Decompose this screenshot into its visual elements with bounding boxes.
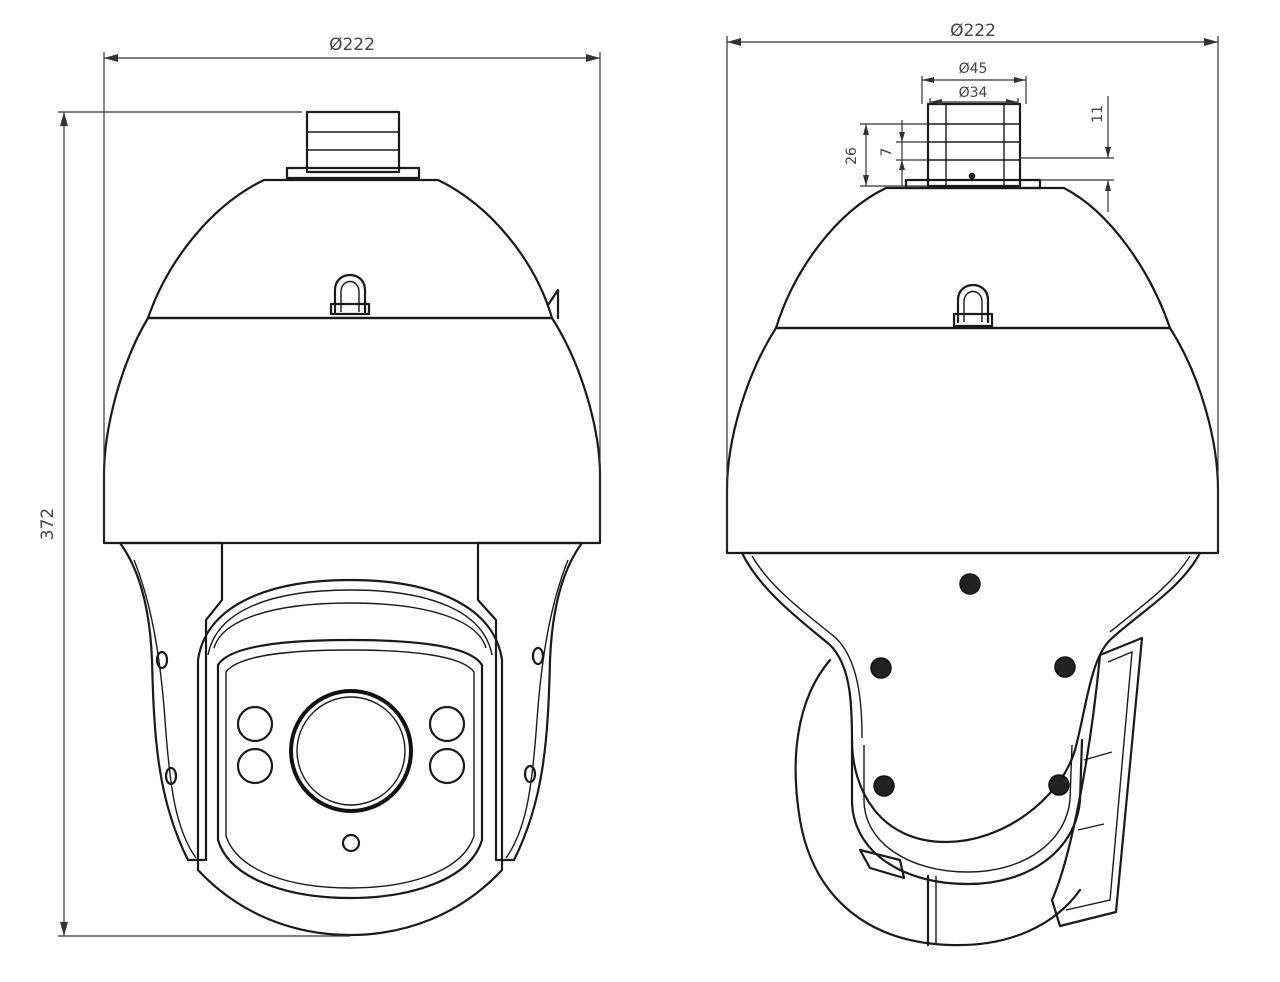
screw-icon — [1054, 656, 1076, 678]
side-cover-panel — [1050, 636, 1144, 928]
height-label: 372 — [38, 508, 58, 540]
ir-led — [428, 747, 466, 785]
thread-left-dimensions: 26 7 — [844, 120, 928, 187]
height-dimension: 372 — [38, 111, 350, 937]
front-camera-window — [216, 638, 484, 900]
front-upper-housing — [146, 178, 554, 320]
side-eyelet — [952, 284, 994, 328]
side-view — [725, 102, 1220, 947]
thread-total-label: 26 — [844, 147, 860, 165]
thread-right-dimension: 11 — [1020, 96, 1114, 212]
screw-icon — [870, 657, 892, 679]
front-main-housing — [102, 316, 602, 545]
ir-led — [236, 747, 274, 785]
front-mount-pipe — [285, 110, 421, 180]
front-right-arm — [476, 541, 584, 862]
light-sensor — [341, 833, 361, 853]
side-width-label: Ø222 — [950, 21, 996, 41]
side-inner-body — [850, 738, 1084, 886]
side-width-dimension: Ø222 — [726, 21, 1219, 550]
ir-led — [428, 705, 466, 743]
side-mount-pipe — [904, 102, 1042, 190]
screw-icon — [1048, 774, 1070, 796]
side-yoke — [740, 551, 1202, 844]
front-camera-shroud — [196, 578, 504, 937]
ir-led — [236, 705, 274, 743]
screw-icon — [873, 775, 895, 797]
thread-step-label: 7 — [879, 148, 895, 157]
side-main-housing — [725, 326, 1220, 555]
pipe-inner-dimension: Ø34 — [929, 85, 1019, 105]
front-eyelet — [329, 274, 371, 316]
side-camera-head — [794, 658, 1082, 947]
front-view — [102, 110, 602, 937]
front-lens — [289, 689, 413, 813]
front-left-arm — [118, 541, 224, 862]
thread-top-label: 11 — [1090, 105, 1106, 123]
pipe-outer-label: Ø45 — [959, 61, 988, 77]
side-upper-housing — [774, 186, 1172, 330]
pipe-inner-label: Ø34 — [959, 85, 988, 101]
screw-icon — [959, 573, 981, 595]
front-width-dimension: Ø222 — [103, 35, 601, 540]
pipe-outer-dimension: Ø45 — [921, 61, 1027, 104]
front-width-label: Ø222 — [329, 35, 375, 55]
